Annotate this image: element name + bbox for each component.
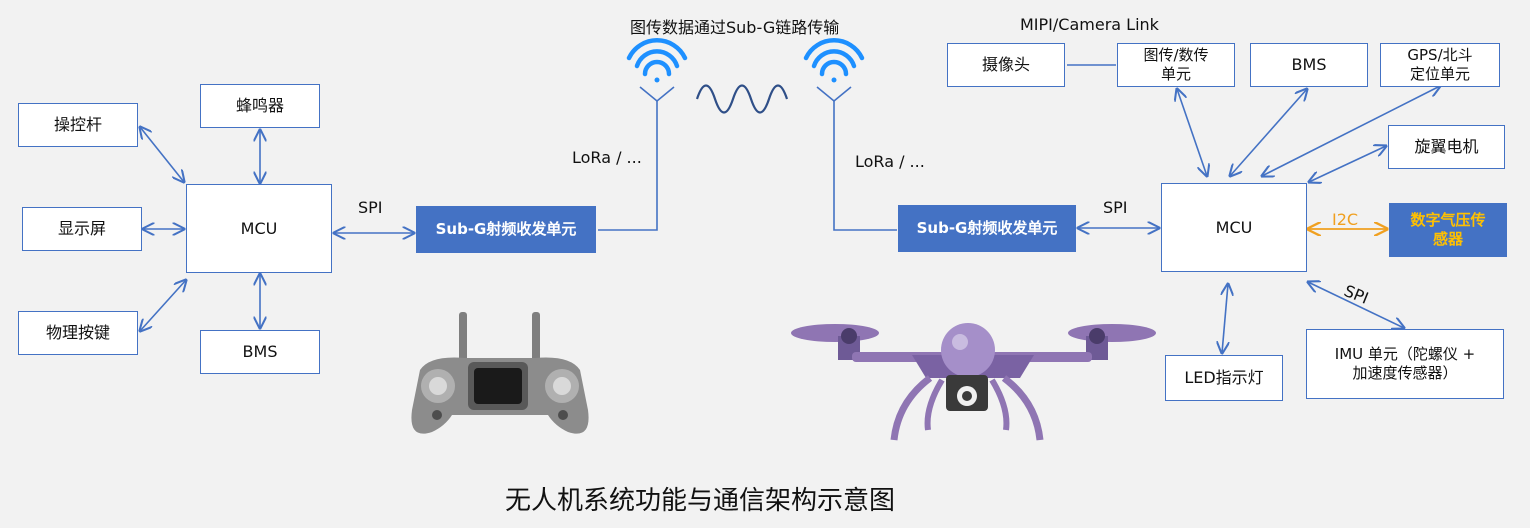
- camera-box: 摄像头: [947, 43, 1065, 87]
- barometer-box: 数字气压传 感器: [1389, 203, 1507, 257]
- arrow-mcu-led: [1222, 284, 1228, 353]
- antenna-icon-right: [816, 86, 852, 103]
- diagram-title: 无人机系统功能与通信架构示意图: [505, 486, 896, 516]
- drone-icon: [791, 323, 1156, 441]
- remote-controller-icon: [411, 312, 589, 434]
- arrow-buttons-mcu: [140, 280, 186, 331]
- top-link-label: 图传数据通过Sub-G链路传输: [630, 18, 840, 37]
- controller-radio-box: Sub-G射频收发单元: [416, 206, 596, 253]
- drone-bms-box: BMS: [1250, 43, 1368, 87]
- drone-radio-box: Sub-G射频收发单元: [898, 205, 1076, 252]
- led-box: LED指示灯: [1165, 355, 1283, 401]
- buttons-box: 物理按键: [18, 311, 138, 355]
- camera-link-label: MIPI/Camera Link: [1020, 15, 1159, 34]
- arrow-mcu-imu: [1308, 282, 1404, 328]
- drone-lora-label: LoRa / ...: [855, 152, 925, 171]
- controller-bms-box: BMS: [200, 330, 320, 374]
- controller-lora-label: LoRa / ...: [572, 148, 642, 167]
- controller-mcu-box: MCU: [186, 184, 332, 273]
- arrow-joystick-mcu: [140, 127, 184, 182]
- i2c-label: I2C: [1332, 210, 1359, 229]
- imu-box: IMU 单元（陀螺仪 + 加速度传感器）: [1306, 329, 1504, 399]
- arrow-videotx-mcu: [1177, 89, 1207, 176]
- controller-spi-label: SPI: [358, 198, 383, 217]
- display-box: 显示屏: [22, 207, 142, 251]
- signal-icon-left: [626, 38, 688, 83]
- buzzer-box: 蜂鸣器: [200, 84, 320, 128]
- arrow-gps-mcu: [1262, 86, 1440, 176]
- antenna-line-left: [598, 100, 658, 231]
- arrow-bms-mcu-right: [1230, 89, 1307, 176]
- antenna-line-right: [833, 100, 897, 231]
- antenna-icon-left: [639, 86, 675, 103]
- motor-box: 旋翼电机: [1388, 125, 1505, 169]
- gps-box: GPS/北斗 定位单元: [1380, 43, 1500, 87]
- joystick-box: 操控杆: [18, 103, 138, 147]
- arrow-motor-mcu: [1309, 146, 1386, 182]
- signal-icon-right: [803, 38, 865, 83]
- video-tx-box: 图传/数传 单元: [1117, 43, 1235, 87]
- drone-spi-label: SPI: [1103, 198, 1128, 217]
- drone-mcu-box: MCU: [1161, 183, 1307, 272]
- radio-wave-icon: [695, 84, 789, 114]
